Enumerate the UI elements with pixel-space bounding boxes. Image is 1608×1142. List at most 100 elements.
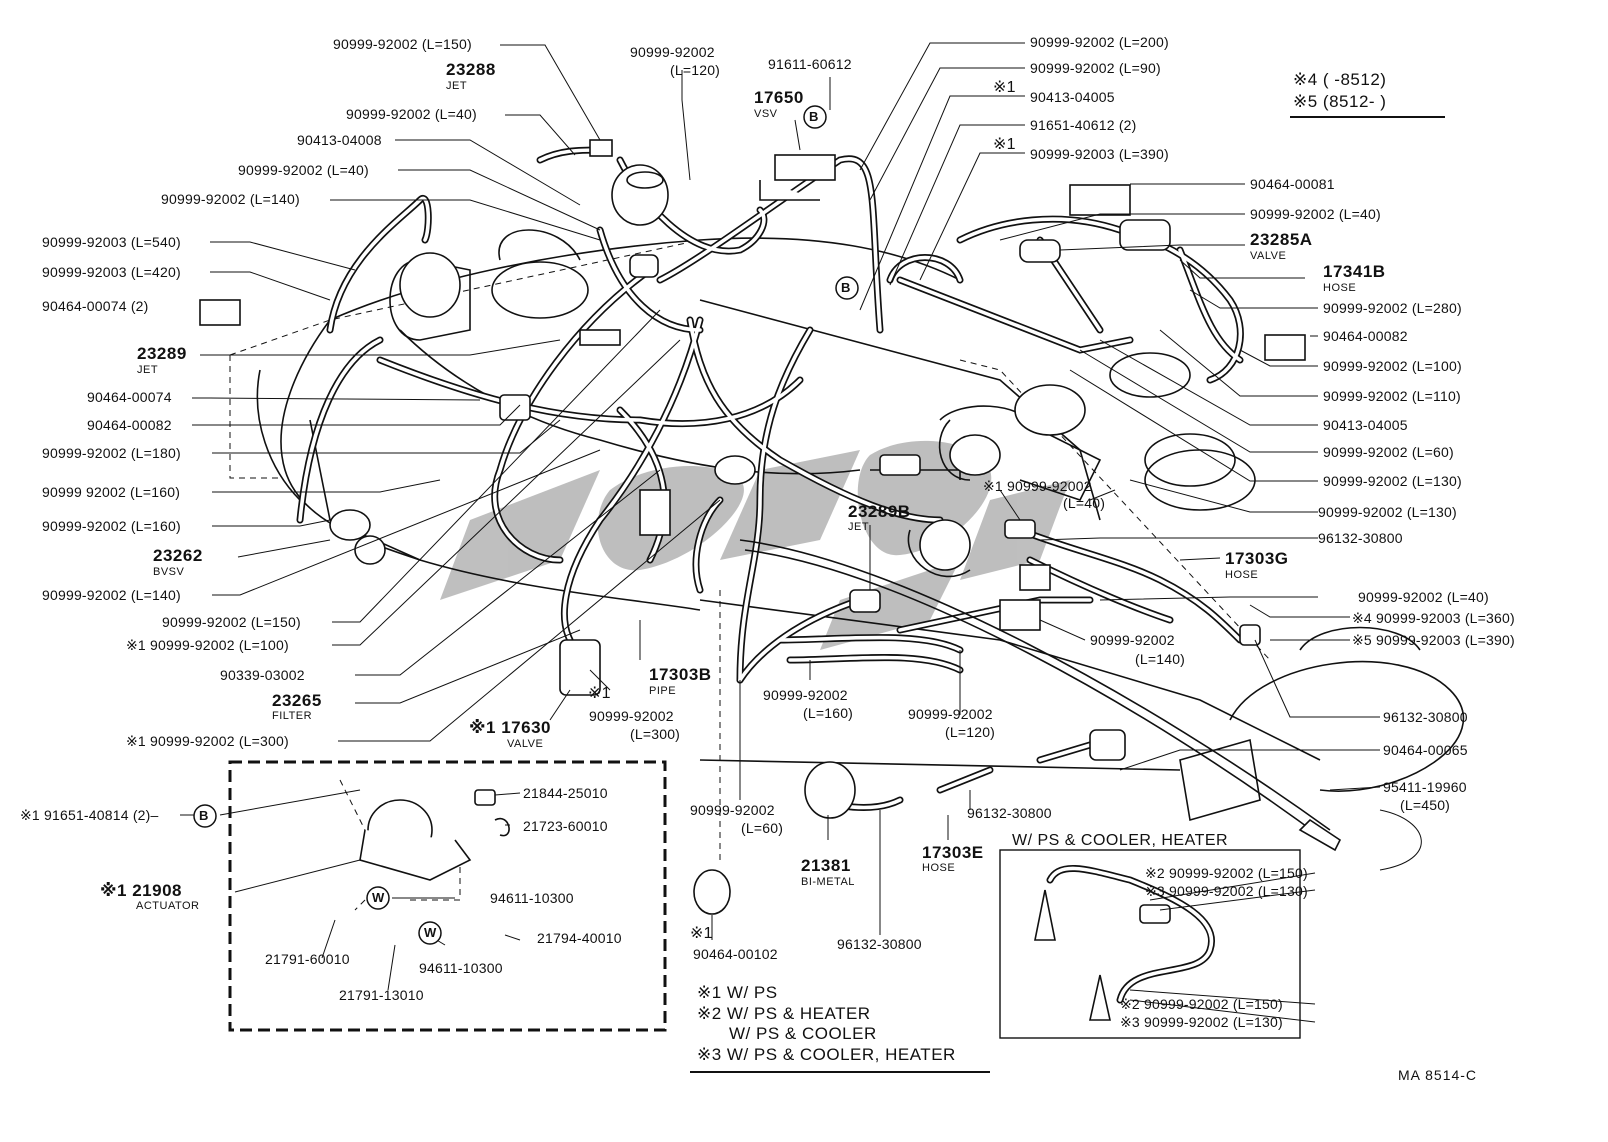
callout-21381: 21381 bbox=[801, 856, 851, 875]
callout-91651-40814-2: ※1 91651-40814 (2)– bbox=[20, 807, 159, 823]
callout-90999-92002-l200: 90999-92002 (L=200) bbox=[1030, 34, 1169, 50]
vacuum-hoses-inner bbox=[298, 148, 1243, 1002]
callout-17303e: 17303E bbox=[922, 843, 984, 862]
callout-mark5-90999-92003-l390: ※5 90999-92003 (L=390) bbox=[1352, 632, 1515, 648]
callout-23285a-valve: VALVE bbox=[1250, 250, 1287, 262]
callout-90464-00074-2: 90464-00074 (2) bbox=[42, 298, 149, 314]
callout-95411-19960: 95411-19960 bbox=[1383, 779, 1467, 795]
callout-90999-92002-l40-b: 90999-92002 (L=40) bbox=[238, 162, 369, 178]
callout-90999-92002-l280: 90999-92002 (L=280) bbox=[1323, 300, 1462, 316]
callout-96132-30800-right-b: 96132-30800 bbox=[1383, 709, 1468, 725]
callout-23289: 23289 bbox=[137, 344, 187, 363]
callout-17650-vsv: VSV bbox=[754, 108, 778, 120]
callout-17341b-hose: HOSE bbox=[1323, 282, 1357, 294]
callout-90999-92002-l130-b: 90999-92002 (L=130) bbox=[1318, 504, 1457, 520]
callout-mark-1-c: ※1 bbox=[588, 685, 611, 702]
legend-mark3: ※3 W/ PS & COOLER, HEATER bbox=[697, 1045, 956, 1064]
callout-90999-92002-l60-right: 90999-92002 (L=60) bbox=[1323, 444, 1454, 460]
callout-21908: ※1 21908 bbox=[100, 881, 182, 900]
callout-90999-92002-l160-center: 90999-92002 bbox=[763, 687, 848, 703]
callout-17303g-hose: HOSE bbox=[1225, 569, 1259, 581]
callout-mark3-90999-92002-l130-a: ※3 90999-92002 (L=130) bbox=[1145, 883, 1308, 899]
callout-17303e-hose: HOSE bbox=[922, 862, 956, 874]
callout-90999-92002-l150-top: 90999-92002 (L=150) bbox=[333, 36, 472, 52]
callout-96132-30800-center-a: 96132-30800 bbox=[967, 805, 1052, 821]
callout-21791-13010: 21791-13010 bbox=[339, 987, 424, 1003]
callout-90999-92002-l100-right: 90999-92002 (L=100) bbox=[1323, 358, 1462, 374]
actuator-inset-box bbox=[228, 760, 667, 1032]
leader-lines bbox=[180, 42, 1422, 1023]
legend-mark1: ※1 W/ PS bbox=[697, 983, 778, 1002]
callout-17630-valve: VALVE bbox=[507, 738, 544, 750]
callout-l120-center: (L=120) bbox=[945, 724, 996, 740]
callout-mark2-90999-92002-l150-b: ※2 90999-92002 (L=150) bbox=[1120, 996, 1283, 1012]
callout-96132-30800-center-b: 96132-30800 bbox=[837, 936, 922, 952]
callout-21908-actuator: ACTUATOR bbox=[136, 900, 200, 912]
callout-90413-04008: 90413-04008 bbox=[297, 132, 382, 148]
callout-l160-center: (L=160) bbox=[803, 705, 854, 721]
legend-mark5: ※5 (8512- ) bbox=[1293, 92, 1387, 111]
callout-l40-center: (L=40) bbox=[1063, 495, 1106, 511]
heater-inset-box bbox=[999, 849, 1301, 1039]
callout-91611-60612: 91611-60612 bbox=[768, 56, 852, 72]
callout-90999-92002-l60-center: 90999-92002 bbox=[690, 802, 775, 818]
circle-mark-b-mid: B bbox=[841, 280, 851, 295]
callout-90999-92003-l390-top: 90999-92003 (L=390) bbox=[1030, 146, 1169, 162]
pipe-95411-19960 bbox=[739, 539, 1331, 841]
callout-17630: ※1 17630 bbox=[469, 718, 551, 737]
callout-90999-92002-center-300: 90999-92002 bbox=[589, 708, 674, 724]
callout-95411-19960-length: (L=450) bbox=[1400, 797, 1451, 813]
callout-23289b: 23289B bbox=[848, 502, 911, 521]
circle-mark-b-actuator: B bbox=[199, 808, 209, 823]
callout-90464-00082-right: 90464-00082 bbox=[1323, 328, 1408, 344]
callout-90464-00074: 90464-00074 bbox=[87, 389, 172, 405]
components bbox=[199, 139, 1342, 1021]
callout-90999-92002-l90: 90999-92002 (L=90) bbox=[1030, 60, 1161, 76]
callout-23288-jet: JET bbox=[446, 80, 468, 92]
callout-mark-1-b: ※1 bbox=[993, 136, 1016, 153]
callout-90999-92002-l40-right: 90999-92002 (L=40) bbox=[1250, 206, 1381, 222]
callout-90999-92002-l140-center: 90999-92002 bbox=[1090, 632, 1175, 648]
heater-inset-title: W/ PS & COOLER, HEATER bbox=[1012, 832, 1229, 849]
circle-mark-w-b: W bbox=[424, 925, 437, 940]
legend-mark4: ※4 ( -8512) bbox=[1293, 70, 1387, 89]
circle-mark-b-top: B bbox=[809, 109, 819, 124]
callout-90999-92002-l300-left: ※1 90999-92002 (L=300) bbox=[126, 733, 289, 749]
callout-mark3-90999-92002-l130-b: ※3 90999-92002 (L=130) bbox=[1120, 1014, 1283, 1030]
callout-l60-center: (L=60) bbox=[741, 820, 784, 836]
callout-90999-92002-l110: 90999-92002 (L=110) bbox=[1323, 388, 1461, 404]
callout-94611-10300-a: 94611-10300 bbox=[490, 890, 574, 906]
callout-90464-00081: 90464-00081 bbox=[1250, 176, 1335, 192]
callout-23262: 23262 bbox=[153, 546, 203, 565]
callout-90999-92002-top: 90999-92002 bbox=[630, 44, 715, 60]
callout-90999-92002-l140-b: 90999-92002 (L=140) bbox=[42, 587, 181, 603]
callout-21381-bimetal: BI-METAL bbox=[801, 876, 855, 888]
callout-mark-1-a: ※1 bbox=[993, 79, 1016, 96]
callout-23265: 23265 bbox=[272, 691, 322, 710]
callout-23289-jet: JET bbox=[137, 364, 159, 376]
callout-90999-92002-l180: 90999-92002 (L=180) bbox=[42, 445, 181, 461]
callout-23289b-jet: JET bbox=[848, 521, 870, 533]
callout-90999-92002-l40-a: 90999-92002 (L=40) bbox=[346, 106, 477, 122]
callout-mark2-90999-92002-l150-a: ※2 90999-92002 (L=150) bbox=[1145, 865, 1308, 881]
callout-90999-92003-l420: 90999-92003 (L=420) bbox=[42, 264, 181, 280]
legend-mark2-cooler: W/ PS & COOLER bbox=[729, 1024, 877, 1043]
callout-21844-25010: 21844-25010 bbox=[523, 785, 608, 801]
callout-21794-40010: 21794-40010 bbox=[537, 930, 622, 946]
callout-90999-92002-l40-far-right: 90999-92002 (L=40) bbox=[1358, 589, 1489, 605]
callout-mark1-90999-92002-center: ※1 90999-92002 bbox=[983, 478, 1092, 494]
callout-90999-92003-l540: 90999-92003 (L=540) bbox=[42, 234, 181, 250]
circle-mark-w-a: W bbox=[372, 890, 385, 905]
callout-90339-03002: 90339-03002 bbox=[220, 667, 305, 683]
callout-mark-1-d: ※1 bbox=[690, 925, 713, 942]
callout-90413-04005-right: 90413-04005 bbox=[1323, 417, 1408, 433]
callout-90999-92002-l150-left: 90999-92002 (L=150) bbox=[162, 614, 301, 630]
callout-90464-00065: 90464-00065 bbox=[1383, 742, 1468, 758]
underlines bbox=[690, 116, 1445, 1073]
callout-23262-bvsv: BVSV bbox=[153, 566, 185, 578]
callout-21723-60010: 21723-60010 bbox=[523, 818, 608, 834]
callout-17303b-pipe: PIPE bbox=[649, 685, 677, 697]
callout-91651-40612-2: 91651-40612 (2) bbox=[1030, 117, 1137, 133]
callout-90999-92002-l160-a: 90999 92002 (L=160) bbox=[42, 484, 181, 500]
